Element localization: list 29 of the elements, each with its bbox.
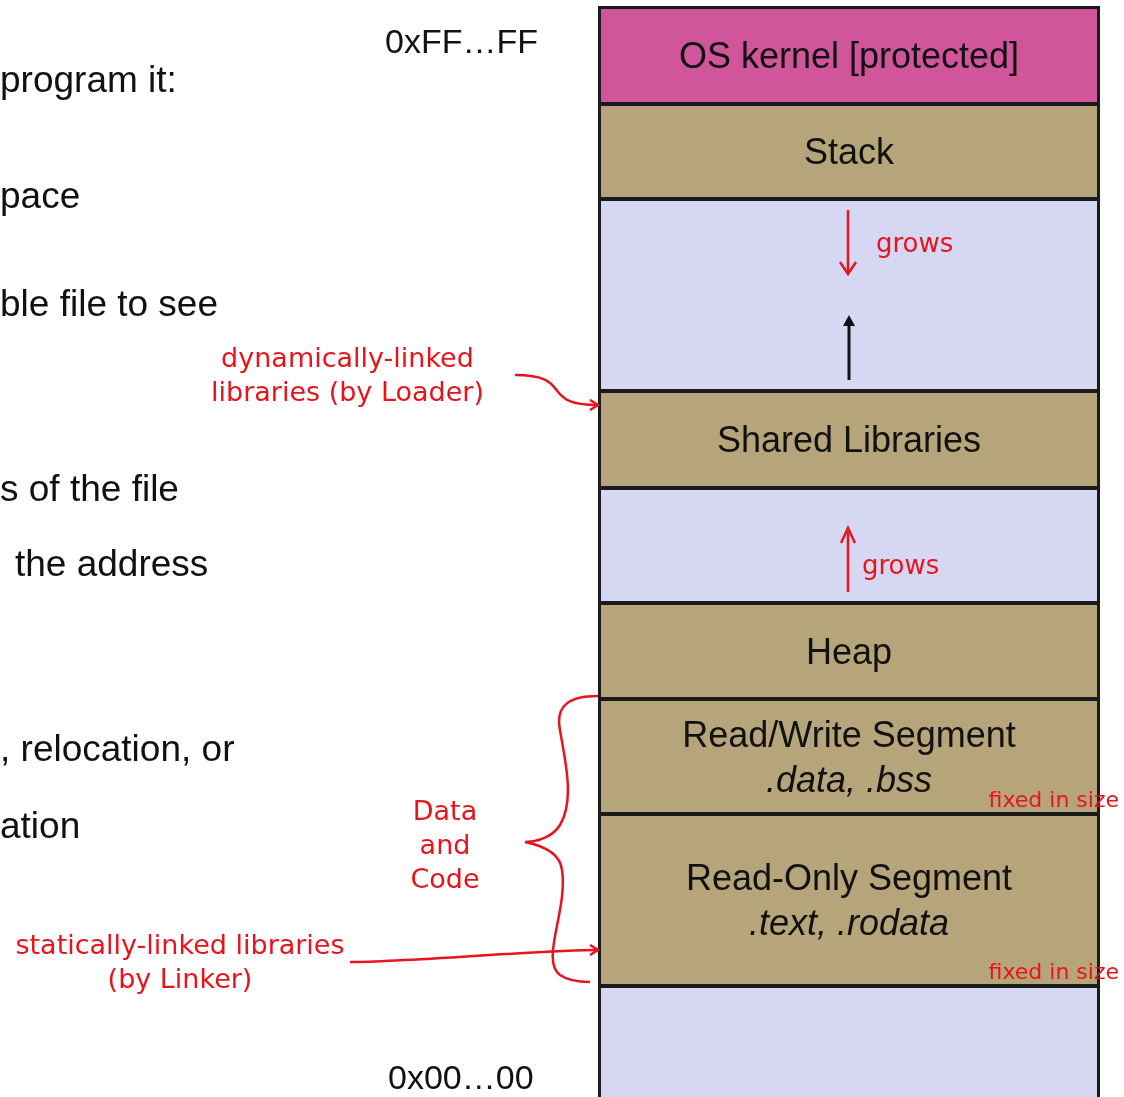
segment-label: Shared Libraries — [716, 418, 982, 462]
slide-text: the address — [15, 542, 209, 586]
free-memory-region — [598, 985, 1100, 1097]
handwritten-note: statically-linked libraries (by Linker) — [10, 912, 350, 1012]
address-label: 0x00…00 — [388, 1057, 534, 1097]
section-names: .data, .bss — [765, 757, 933, 802]
leader-arrow — [350, 943, 600, 964]
slide-text: pace — [0, 174, 81, 218]
slide-text: s of the file — [0, 467, 179, 511]
leader-arrow — [514, 373, 600, 411]
handwritten-note: fixed in size — [988, 786, 1119, 814]
slide-text: , relocation, or — [0, 727, 235, 771]
segment-label: Read-Only Segment — [685, 856, 1013, 900]
address-label: 0xFF…FF — [385, 21, 538, 62]
free-memory-region — [598, 487, 1100, 604]
segment-label: Read/Write Segment — [682, 712, 1016, 757]
slide-text: program it: — [0, 58, 177, 102]
slide-text: ble file to see — [0, 282, 219, 326]
handwritten-note: grows — [876, 227, 954, 260]
handwritten-note: Data and Code — [385, 780, 505, 910]
handwritten-note: dynamically-linked libraries (by Loader) — [180, 330, 515, 420]
segment-label: Stack — [803, 130, 894, 174]
slide-text: ation — [0, 804, 81, 848]
section-names: .text, .rodata — [748, 901, 950, 945]
segment-label: OS kernel [protected] — [678, 34, 1020, 78]
free-memory-region — [598, 198, 1100, 392]
handwritten-note: grows — [862, 549, 940, 582]
segment-label: Heap — [805, 629, 893, 674]
handwritten-note: fixed in size — [988, 958, 1119, 986]
